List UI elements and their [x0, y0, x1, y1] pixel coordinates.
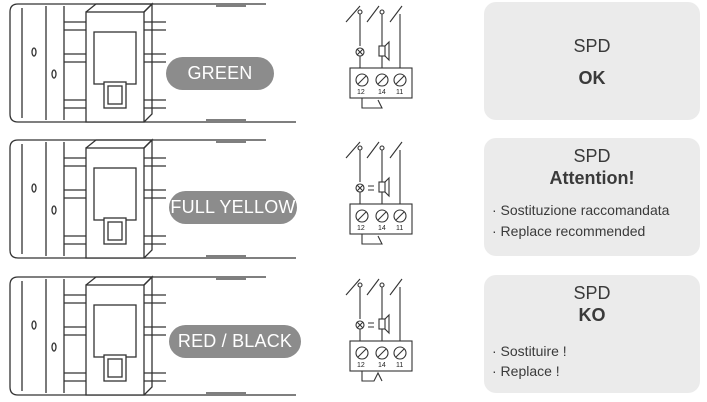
- buzzer-icon: [378, 318, 386, 330]
- wiring-diagram: 12 14 11: [338, 2, 428, 124]
- terminal-label: 11: [396, 225, 403, 232]
- card-note: · Sostituire !: [492, 343, 567, 359]
- card-note: · Replace recommended: [492, 223, 646, 239]
- spd-device-drawing: [9, 138, 296, 259]
- card-status: KO: [578, 305, 606, 325]
- terminal-label: 14: [378, 362, 386, 369]
- buzzer-icon: [378, 45, 386, 57]
- card-note: · Replace !: [492, 363, 560, 379]
- status-card: SPD KO · Sostituire ! · Replace !: [484, 275, 700, 393]
- screw-terminal-icon: [393, 346, 407, 360]
- terminal-label: 11: [396, 362, 403, 369]
- screw-terminal-icon: [393, 209, 407, 223]
- wiring-diagram: 12 14 11: [338, 275, 428, 397]
- status-row-red: RED / BLACK 12 14 11: [0, 275, 707, 397]
- spd-device-illustration: RED / BLACK: [6, 275, 306, 397]
- screw-terminal-icon: [355, 209, 369, 223]
- terminal-label: 11: [396, 89, 403, 96]
- terminal-label: 12: [357, 89, 365, 96]
- wiring-diagram-drawing: 12 14 11: [345, 278, 413, 382]
- status-card: SPD Attention! · Sostituzione raccomanda…: [484, 138, 700, 256]
- card-title: SPD: [573, 146, 611, 166]
- status-row-yellow: FULL YELLOW 12 14 11: [0, 138, 707, 260]
- indicator-color-label: FULL YELLOW: [169, 191, 297, 224]
- screw-terminal-icon: [375, 209, 389, 223]
- screw-terminal-icon: [393, 73, 407, 87]
- status-row-green: GREEN 12 14 11 S: [0, 2, 707, 124]
- terminal-label: 14: [378, 225, 386, 232]
- indicator-color-label: GREEN: [166, 57, 274, 90]
- screw-terminal-icon: [375, 346, 389, 360]
- spd-device-drawing: [9, 2, 296, 123]
- terminal-label: 12: [357, 225, 365, 232]
- wiring-diagram-drawing: 12 14 11: [345, 141, 413, 245]
- card-title: SPD: [573, 283, 611, 303]
- card-note: · Sostituzione raccomandata: [492, 202, 670, 218]
- buzzer-icon: [378, 181, 386, 193]
- screw-terminal-icon: [375, 73, 389, 87]
- spd-device-illustration: GREEN: [6, 2, 306, 124]
- terminal-label: 14: [378, 89, 386, 96]
- indicator-color-label: RED / BLACK: [169, 325, 301, 358]
- card-status: OK: [578, 68, 606, 88]
- spd-device-drawing: [9, 275, 296, 396]
- wiring-diagram-drawing: 12 14 11: [345, 5, 413, 109]
- wiring-diagram: 12 14 11: [338, 138, 428, 260]
- screw-terminal-icon: [355, 346, 369, 360]
- status-card: SPD OK: [484, 2, 700, 120]
- spd-device-illustration: FULL YELLOW: [6, 138, 306, 260]
- card-status: Attention!: [549, 168, 635, 188]
- terminal-label: 12: [357, 362, 365, 369]
- card-title: SPD: [573, 36, 611, 56]
- screw-terminal-icon: [355, 73, 369, 87]
